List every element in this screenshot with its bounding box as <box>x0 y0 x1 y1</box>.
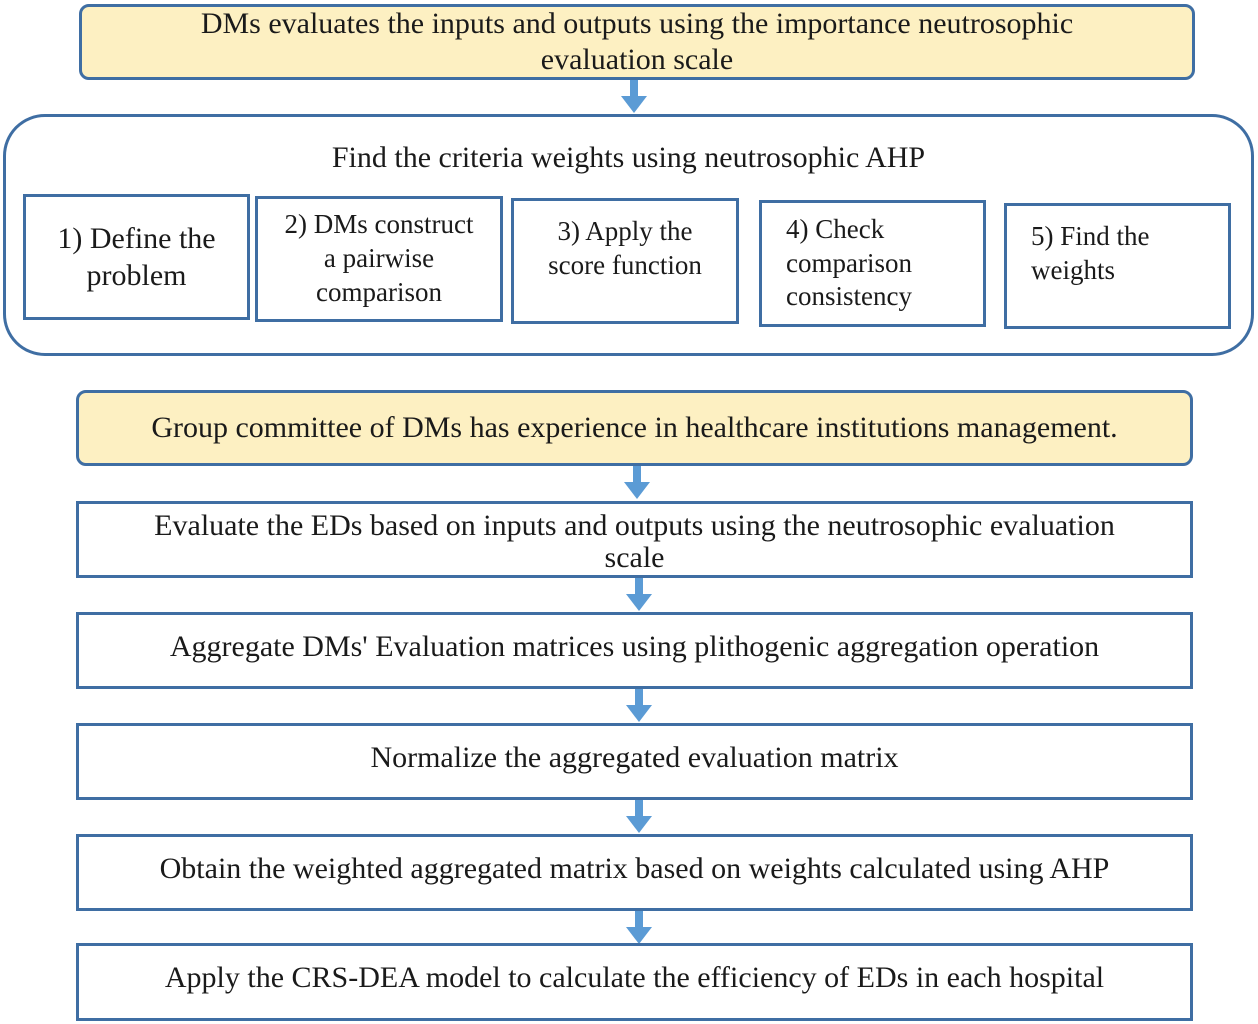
down-arrow-3 <box>624 578 654 612</box>
committee-text: Group committee of DMs has experience in… <box>151 411 1118 444</box>
down-arrow-1 <box>619 80 649 114</box>
weighted-matrix-box: Obtain the weighted aggregated matrix ba… <box>76 834 1193 911</box>
ahp-group-title: Find the criteria weights using neutroso… <box>331 141 926 174</box>
ahp-step-5-text: 5) Find the weights <box>1031 221 1150 285</box>
ahp-step-2-text: 2) DMs construct a pairwise comparison <box>284 209 474 307</box>
ahp-step-pairwise-comparison: 2) DMs construct a pairwise comparison <box>255 196 503 322</box>
evaluate-eds-box: Evaluate the EDs based on inputs and out… <box>76 501 1193 578</box>
aggregate-matrices-text: Aggregate DMs' Evaluation matrices using… <box>169 630 1100 663</box>
top-evaluation-text: DMs evaluates the inputs and outputs usi… <box>200 7 1074 76</box>
crs-dea-box: Apply the CRS-DEA model to calculate the… <box>76 943 1193 1021</box>
weighted-matrix-text: Obtain the weighted aggregated matrix ba… <box>159 852 1110 885</box>
ahp-step-score-function: 3) Apply the score function <box>511 198 739 324</box>
evaluate-eds-text: Evaluate the EDs based on inputs and out… <box>154 509 1115 574</box>
crs-dea-text: Apply the CRS-DEA model to calculate the… <box>164 961 1105 994</box>
committee-box: Group committee of DMs has experience in… <box>76 390 1193 466</box>
aggregate-matrices-box: Aggregate DMs' Evaluation matrices using… <box>76 612 1193 689</box>
down-arrow-6 <box>624 911 654 945</box>
ahp-step-3-text: 3) Apply the score function <box>548 216 702 280</box>
top-evaluation-box: DMs evaluates the inputs and outputs usi… <box>79 4 1195 80</box>
down-arrow-5 <box>624 800 654 834</box>
down-arrow-2 <box>622 466 652 500</box>
normalize-matrix-text: Normalize the aggregated evaluation matr… <box>370 741 899 774</box>
ahp-step-find-weights: 5) Find the weights <box>1004 203 1231 329</box>
ahp-step-1-text: 1) Define the problem <box>57 221 216 293</box>
ahp-step-define-problem: 1) Define the problem <box>23 194 250 320</box>
normalize-matrix-box: Normalize the aggregated evaluation matr… <box>76 723 1193 800</box>
ahp-step-4-text: 4) Check comparison consistency <box>786 213 912 312</box>
ahp-step-check-consistency: 4) Check comparison consistency <box>759 200 986 327</box>
down-arrow-4 <box>624 689 654 723</box>
